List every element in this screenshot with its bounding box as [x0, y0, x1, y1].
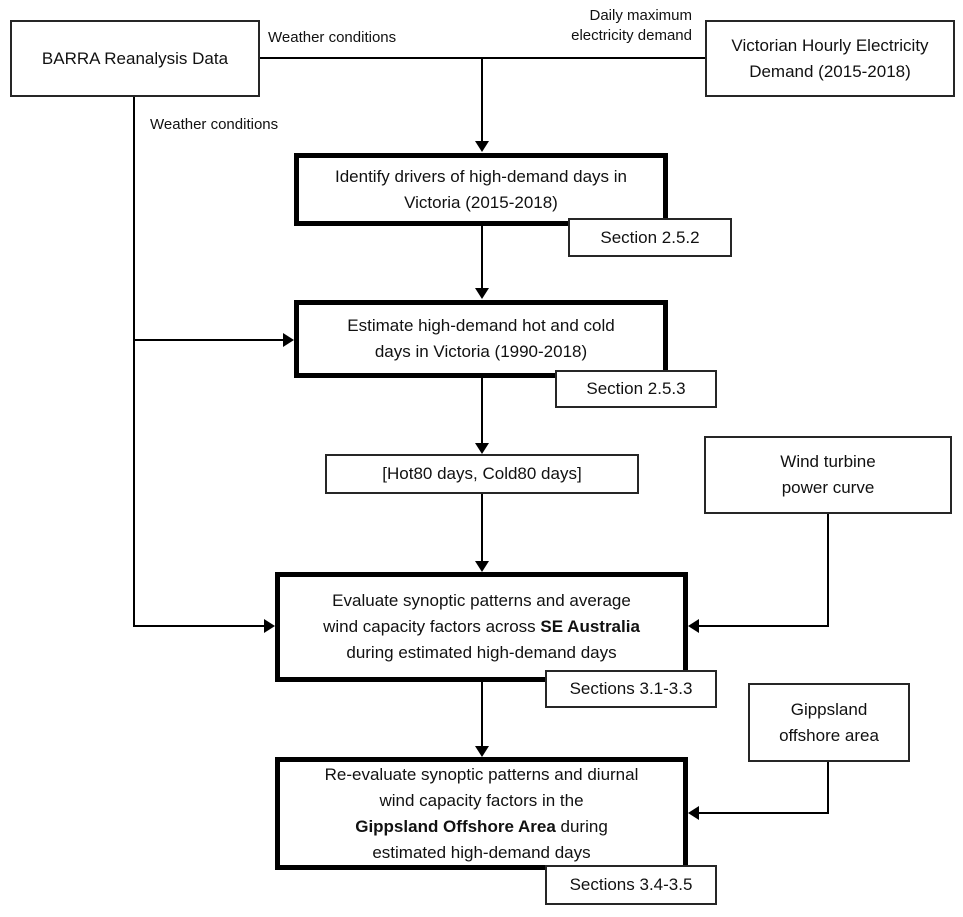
arrowhead-into-evaluate-right-icon — [688, 619, 699, 633]
node-label-line2: wind capacity factors across SE Australi… — [323, 617, 640, 636]
arrowhead-into-reevaluate-top-icon — [475, 746, 489, 757]
connector-barra-trunk — [133, 95, 135, 627]
node-sections-3-1-3-3: Sections 3.1-3.3 — [545, 670, 717, 708]
connector-gippsland-horizontal — [699, 812, 827, 814]
section-label: Section 2.5.2 — [600, 227, 700, 247]
node-section-2-5-2: Section 2.5.2 — [568, 218, 732, 257]
connector-windturbine-down — [827, 512, 829, 627]
node-evaluate-synoptic-patterns: Evaluate synoptic patterns and average w… — [275, 572, 688, 682]
arrowhead-into-estimate-left-icon — [283, 333, 294, 347]
node-reevaluate-synoptic-patterns: Re-evaluate synoptic patterns and diurna… — [275, 757, 688, 870]
node-sections-3-4-3-5: Sections 3.4-3.5 — [545, 865, 717, 905]
node-identify-drivers: Identify drivers of high-demand days in … — [294, 153, 668, 226]
section-label: Section 2.5.3 — [586, 379, 686, 398]
edge-label-text: Weather conditions — [150, 116, 279, 133]
node-section-2-5-3: Section 2.5.3 — [555, 370, 717, 408]
node-label-line2: days in Victoria (1990-2018) — [374, 342, 588, 361]
connector-hot80-evaluate — [481, 492, 483, 561]
node-label-line2: wind capacity factors in the — [379, 790, 584, 810]
node-hot80-cold80-days: [Hot80 days, Cold80 days] — [325, 454, 639, 494]
arrowhead-into-evaluate-top-icon — [475, 561, 489, 572]
connector-estimate-hot80 — [481, 376, 483, 443]
node-label-line1: Victorian Hourly Electricity — [731, 35, 929, 55]
node-label-line2: Demand (2015-2018) — [749, 61, 911, 81]
node-estimate-high-demand-days: Estimate high-demand hot and cold days i… — [294, 300, 668, 378]
node-label-line3: during estimated high-demand days — [346, 643, 617, 662]
connector-windturbine-horizontal — [699, 625, 827, 627]
edge-label-weather-conditions-left: Weather conditions — [150, 115, 278, 135]
connector-gippsland-down — [827, 760, 829, 814]
section-label: Sections 3.4-3.5 — [569, 875, 693, 894]
connector-top-drop — [481, 57, 483, 142]
node-label-line1: Wind turbine — [780, 452, 876, 471]
arrowhead-into-reevaluate-right-icon — [688, 806, 699, 820]
edge-label-daily-max-demand: Daily maximum electricity demand — [500, 6, 692, 46]
section-label: Sections 3.1-3.3 — [569, 679, 693, 698]
arrowhead-into-estimate-top-icon — [475, 288, 489, 299]
node-label-line2: Victoria (2015-2018) — [404, 192, 558, 212]
node-label-line1: Evaluate synoptic patterns and average — [332, 591, 631, 610]
connector-evaluate-reevaluate — [481, 682, 483, 746]
edge-label-line2: electricity demand — [571, 27, 692, 44]
node-gippsland-offshore-area: Gippsland offshore area — [748, 683, 910, 762]
node-label-line1: Gippsland — [790, 699, 868, 719]
node-wind-turbine-power-curve: Wind turbine power curve — [704, 436, 952, 514]
node-label-line1: Re-evaluate synoptic patterns and diurna… — [324, 764, 639, 784]
node-barra-reanalysis-data: BARRA Reanalysis Data — [10, 20, 260, 97]
node-label: BARRA Reanalysis Data — [41, 48, 229, 68]
arrowhead-into-identify-icon — [475, 141, 489, 152]
node-label-line4: estimated high-demand days — [372, 842, 591, 862]
connector-branch-to-estimate — [133, 339, 283, 341]
arrowhead-into-evaluate-left-icon — [264, 619, 275, 633]
node-label-line2: power curve — [781, 478, 875, 497]
node-label-line2: offshore area — [779, 725, 879, 745]
node-label-line3: Gippsland Offshore Area during — [355, 816, 608, 836]
connector-identify-estimate — [481, 226, 483, 289]
edge-label-weather-conditions-top: Weather conditions — [268, 28, 396, 48]
edge-label-text: Weather conditions — [268, 29, 397, 46]
node-label-line1: Estimate high-demand hot and cold — [347, 316, 615, 335]
connector-branch-to-evaluate — [133, 625, 264, 627]
node-label-line1: Identify drivers of high-demand days in — [335, 166, 627, 186]
arrowhead-into-hot80-icon — [475, 443, 489, 454]
edge-label-line1: Daily maximum — [589, 7, 692, 24]
node-label: [Hot80 days, Cold80 days] — [382, 464, 582, 483]
node-victorian-electricity-demand: Victorian Hourly Electricity Demand (201… — [705, 20, 955, 97]
